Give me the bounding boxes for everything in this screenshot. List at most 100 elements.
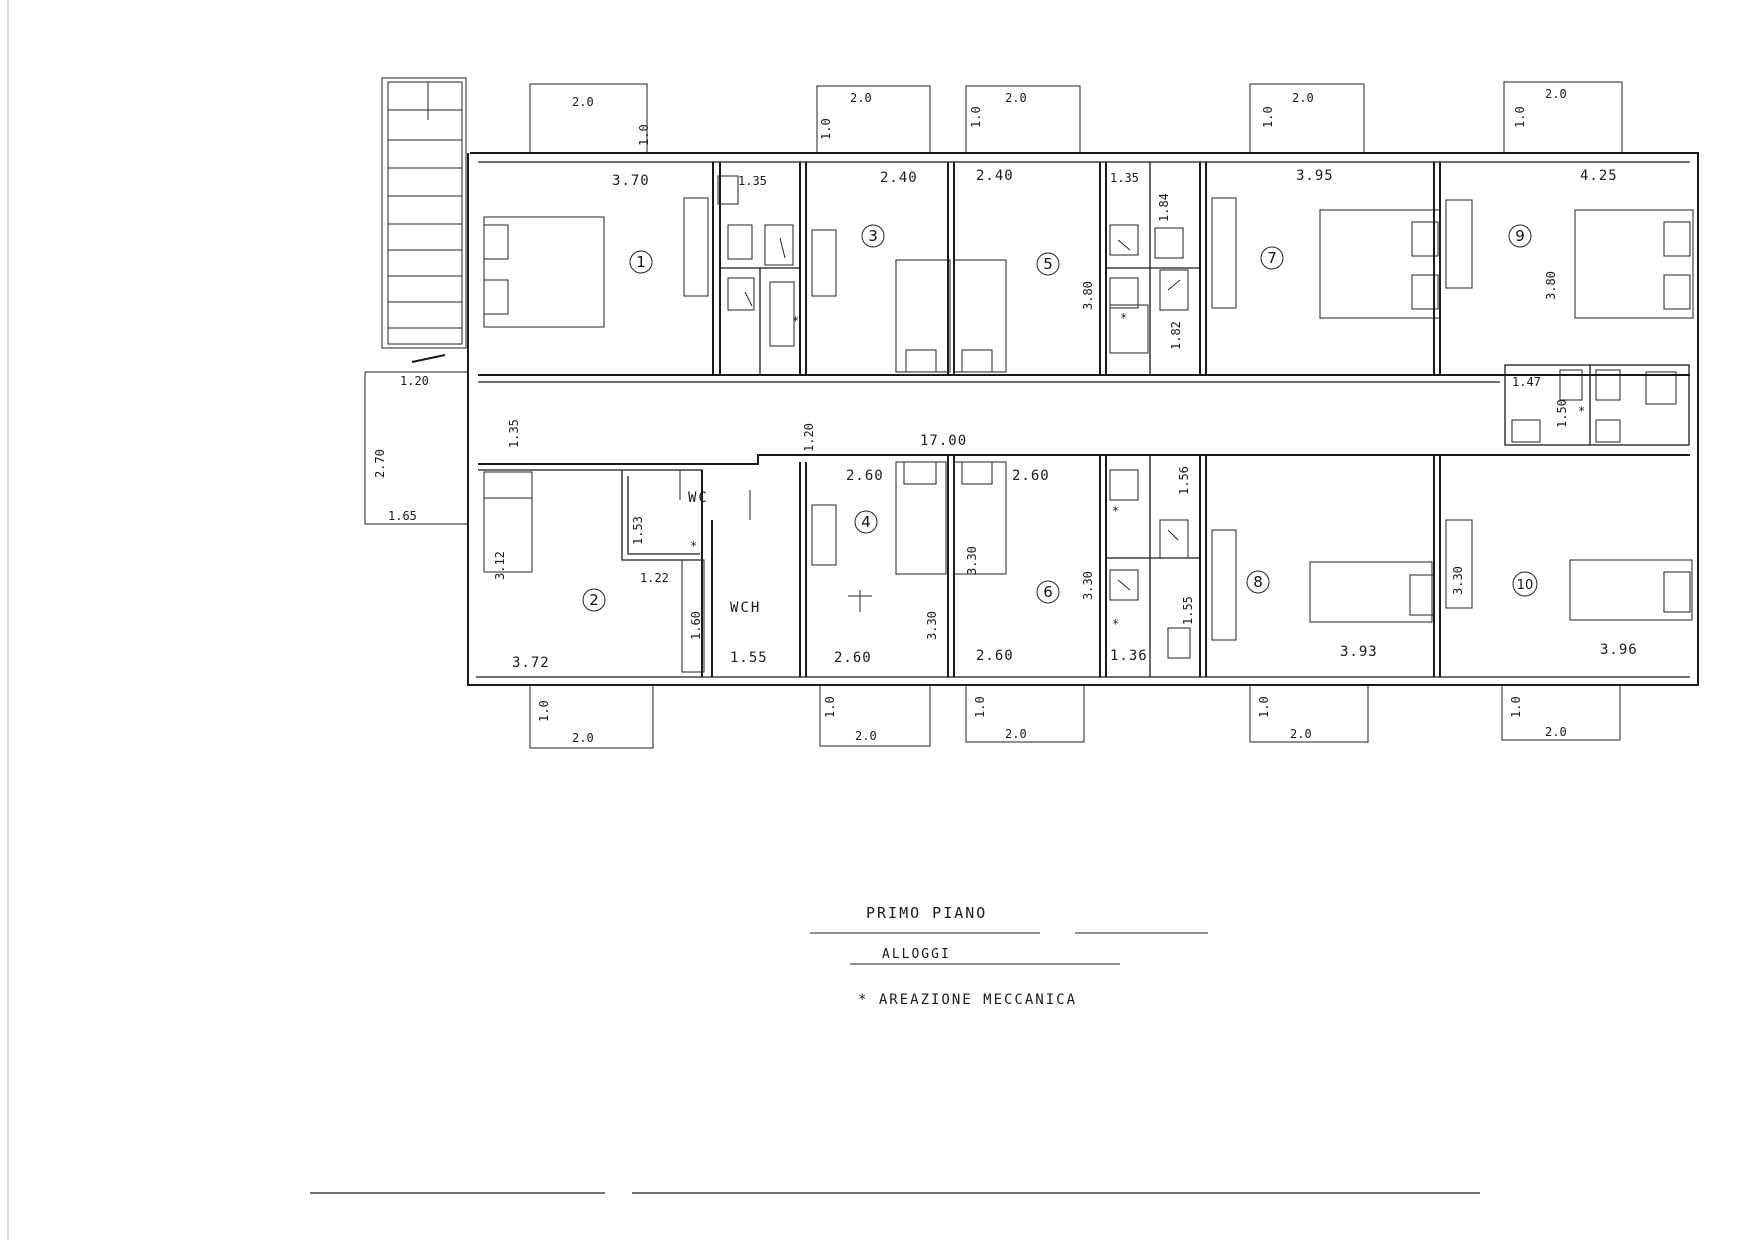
- outer-walls: 17.00 1.35 1.20: [467, 152, 1699, 686]
- balcony-labels-bottom: 2.0 2.0 2.0 2.0 2.0 1.0 1.0 1.0 1.0 1.0: [537, 696, 1567, 745]
- svg-text:6: 6: [1043, 583, 1053, 601]
- balconies-bottom: [529, 685, 1621, 749]
- bath9-width: 1.47: [1512, 375, 1541, 389]
- balcony-width: 2.0: [1545, 87, 1567, 101]
- top-furniture: [483, 197, 1694, 373]
- balcony-width: 2.0: [572, 731, 594, 745]
- svg-text:3.30: 3.30: [965, 546, 979, 575]
- svg-text:7: 7: [1267, 249, 1277, 267]
- aeration-mark: *: [690, 539, 697, 553]
- svg-text:3.80: 3.80: [1544, 271, 1558, 300]
- svg-text:3.30: 3.30: [925, 611, 939, 640]
- corridor-length: 17.00: [920, 433, 967, 449]
- room-1: 1: [629, 250, 653, 274]
- corridor-width-2: 1.20: [802, 423, 816, 452]
- svg-text:1.55: 1.55: [730, 650, 768, 666]
- balcony-width: 2.0: [1290, 727, 1312, 741]
- balcony-depth: 1.0: [823, 696, 837, 718]
- staircase: 1.20 2.70 1.65: [364, 77, 468, 525]
- room-7: 7: [1260, 246, 1284, 270]
- balcony-width: 2.0: [850, 91, 872, 105]
- title-block: PRIMO PIANO ALLOGGI * AREAZIONE MECCANIC…: [310, 904, 1480, 1194]
- svg-text:3.80: 3.80: [1081, 281, 1095, 310]
- balcony-width: 2.0: [1292, 91, 1314, 105]
- balcony-width: 2.0: [572, 95, 594, 109]
- bath9-height: 1.50: [1555, 399, 1569, 428]
- bath5-height-1: 1.84: [1157, 193, 1171, 222]
- svg-text:1.22: 1.22: [640, 571, 669, 585]
- svg-text:1.56: 1.56: [1177, 466, 1191, 495]
- svg-text:3.95: 3.95: [1296, 168, 1334, 184]
- corridor-width: 1.35: [507, 419, 521, 448]
- balcony-depth: 1.0: [973, 696, 987, 718]
- room-8: 8: [1246, 570, 1270, 594]
- aeration-mark: *: [1112, 617, 1119, 631]
- svg-text:1.36: 1.36: [1110, 648, 1148, 664]
- svg-text:3.93: 3.93: [1340, 644, 1378, 660]
- svg-text:3.30: 3.30: [1451, 566, 1465, 595]
- bottom-walls: 1.47 1.50 *: [621, 364, 1690, 677]
- svg-text:2.60: 2.60: [976, 648, 1014, 664]
- room-5: 5: [1036, 252, 1060, 276]
- svg-text:1.55: 1.55: [1181, 596, 1195, 625]
- svg-text:4: 4: [861, 513, 871, 531]
- balcony-width: 2.0: [855, 729, 877, 743]
- plan-title: PRIMO PIANO: [866, 904, 987, 922]
- room-10: 10: [1512, 571, 1538, 597]
- top-walls: 1.35 1.84 1.82 * * 1.35: [712, 162, 1441, 375]
- balcony-depth: 1.0: [969, 106, 983, 128]
- stair-width: 1.20: [400, 374, 429, 388]
- svg-text:8: 8: [1253, 573, 1263, 591]
- room-3: 3: [861, 224, 885, 248]
- svg-text:2.40: 2.40: [976, 168, 1014, 184]
- balcony-depth: 1.0: [819, 118, 833, 140]
- svg-text:1.53: 1.53: [631, 516, 645, 545]
- svg-text:3.96: 3.96: [1600, 642, 1638, 658]
- wc-label: WC: [688, 490, 709, 506]
- wc-labels: WC 1.53 1.22 * WCH 1.60 1.55 * *: [631, 490, 1119, 666]
- wch-label: WCH: [730, 600, 761, 616]
- aeration-mark: *: [1112, 504, 1119, 518]
- stair-bottom: 1.65: [388, 509, 417, 523]
- svg-text:5: 5: [1043, 255, 1053, 273]
- svg-text:1: 1: [636, 253, 646, 271]
- svg-text:3.30: 3.30: [1081, 571, 1095, 600]
- balcony-depth: 1.0: [1261, 106, 1275, 128]
- svg-text:1.60: 1.60: [689, 611, 703, 640]
- svg-text:3: 3: [868, 227, 878, 245]
- bath5-width: 1.35: [1110, 171, 1139, 185]
- room-numbers: 1 2 3 4 5 6 7 8 9 10: [582, 224, 1538, 612]
- bath1-width: 1.35: [738, 174, 767, 188]
- balcony-width: 2.0: [1545, 725, 1567, 739]
- balcony-depth: 1.0: [637, 124, 651, 146]
- aeration-mark: *: [1120, 311, 1127, 325]
- bottom-furniture: [483, 461, 1693, 673]
- room-dimensions: 3.70 3.72 3.12 2.40 2.60 3.30 2.40 3.80 …: [493, 168, 1638, 671]
- aeration-mark: *: [792, 314, 799, 328]
- room-6: 6: [1036, 580, 1060, 604]
- room-4: 4: [854, 510, 878, 534]
- svg-text:3.70: 3.70: [612, 173, 650, 189]
- svg-text:2.60: 2.60: [834, 650, 872, 666]
- plan-subtitle: ALLOGGI: [882, 947, 951, 962]
- balcony-depth: 1.0: [537, 700, 551, 722]
- svg-text:2: 2: [589, 591, 599, 609]
- balcony-depth: 1.0: [1513, 106, 1527, 128]
- svg-text:9: 9: [1515, 227, 1525, 245]
- balconies-top: [529, 81, 1623, 153]
- svg-text:3.72: 3.72: [512, 655, 550, 671]
- balcony-width: 2.0: [1005, 91, 1027, 105]
- bath5-height-2: 1.82: [1169, 321, 1183, 350]
- aeration-mark: *: [1578, 404, 1585, 418]
- balcony-labels-top: 2.0 2.0 2.0 2.0 2.0 1.0 1.0 1.0 1.0 1.0: [572, 87, 1567, 146]
- balcony-width: 2.0: [1005, 727, 1027, 741]
- svg-text:4.25: 4.25: [1580, 168, 1618, 184]
- stair-height: 2.70: [373, 449, 387, 478]
- balcony-depth: 1.0: [1257, 696, 1271, 718]
- room-9: 9: [1508, 224, 1532, 248]
- svg-text:2.40: 2.40: [880, 170, 918, 186]
- balcony-depth: 1.0: [1509, 696, 1523, 718]
- svg-text:3.12: 3.12: [493, 551, 507, 580]
- legend-text: * AREAZIONE MECCANICA: [858, 992, 1077, 1008]
